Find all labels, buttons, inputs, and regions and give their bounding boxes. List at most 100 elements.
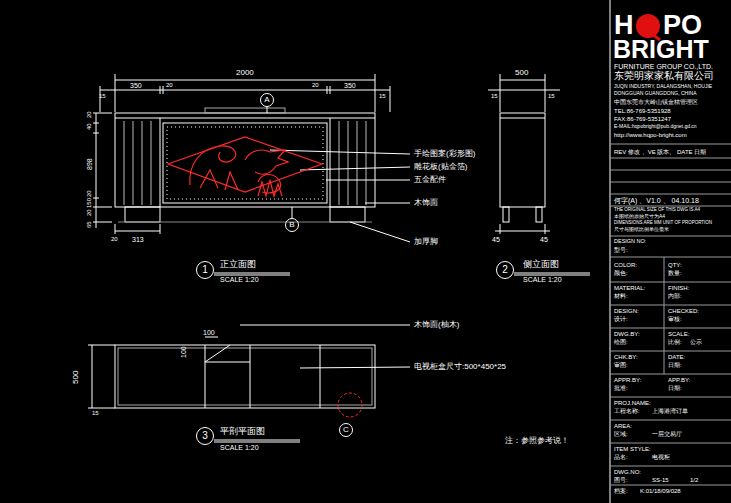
title-block-text: 本图纸的原始尺寸为A4 <box>614 214 665 219</box>
drawing-label: 木饰面 <box>414 199 438 207</box>
title-block-text: E-MAIL:hqpobright@pub.dgnet.gd.cn <box>614 124 697 129</box>
callout-number: C <box>343 426 349 434</box>
title-block-text: 工程名称: <box>614 408 640 414</box>
drawing-label: 五金配件 <box>414 176 446 184</box>
drawing-label: 20 <box>312 82 319 88</box>
title-block-text: 1/2 <box>690 477 698 483</box>
drawing-label: 45 <box>492 236 500 243</box>
drawing-label: 500 <box>72 371 80 384</box>
drawing-label: 15 <box>92 410 99 416</box>
title-block-text: 品名: <box>614 454 628 460</box>
title-block-text: 何字(A) 、V1.0 、 04.10.18 <box>614 197 699 204</box>
drawing-label: 20 <box>86 209 92 216</box>
drawing-label: 注：参照参考说！ <box>505 437 569 445</box>
title-block-text: 日期: <box>668 385 682 391</box>
title-block-text: DWG.BY: <box>614 331 640 337</box>
title-block-text: 一层交易厅 <box>652 431 682 437</box>
title-block-text: 东莞明家家私有限公司 <box>614 71 714 81</box>
callout-circle: B <box>285 218 299 232</box>
title-block-text: SCALE: <box>668 331 689 337</box>
drawing-label: 350 <box>344 82 356 89</box>
drawing-label: 手绘图案(彩形图) <box>414 150 475 158</box>
drawing-label: 2000 <box>236 69 254 77</box>
title-block-text: DONGGUAN GUANGDONG, CHINA <box>614 91 697 96</box>
title-block-text: COLOR: <box>614 262 637 268</box>
title-block-text: THE ORIGINAL SIZE OF THIS DWG IS A4 <box>614 208 700 213</box>
drawing-label: 15 <box>379 93 386 99</box>
title-block-text: QTY: <box>668 262 682 268</box>
title-block-text: DWG.NO: <box>614 469 641 475</box>
title-block-text: PO <box>663 12 702 39</box>
drawing-label: 40 <box>86 123 92 130</box>
drawing-label: 20 <box>166 82 173 88</box>
title-block-text: TEL:86-769-5351928 <box>614 108 671 114</box>
drawing-label: 65 <box>86 221 92 228</box>
drawing-label: 100 <box>203 329 215 336</box>
title-block-text: APP.BY: <box>668 377 690 383</box>
title-block-text: 绘图: <box>614 339 628 345</box>
drawing-label: 20 <box>111 236 118 242</box>
title-block-text: DESIGN NO: <box>614 239 646 245</box>
drawing-label: 电视柜盒尺寸:500*450*25 <box>414 363 506 371</box>
drawing-label: 100 <box>180 346 187 358</box>
title-block-text: 审图: <box>614 362 628 368</box>
title-block-text: ITEM STYLE: <box>614 446 651 452</box>
title-block-text: 区域: <box>614 431 628 437</box>
title-block-text: 上海港湾订单 <box>652 408 688 414</box>
title-block-text: http://www.hqpo-bright.com <box>614 132 687 138</box>
title-block-text: 批准: <box>614 385 628 391</box>
callout-number: B <box>289 221 294 229</box>
title-block-text: 数量: <box>668 270 682 276</box>
drawing-label: 150 <box>86 198 92 208</box>
title-block-text: 审核: <box>668 316 682 322</box>
title-block-text: JUQN INDUSTRY, DALANGSHAN, HOUJIE <box>614 84 712 89</box>
title-block-text: CHK.BY: <box>614 354 638 360</box>
drawing-label: 15 <box>548 93 555 99</box>
drawing-label: 45 <box>540 236 548 243</box>
callout-number: 1 <box>202 265 208 275</box>
title-block-text: DATE: <box>668 354 685 360</box>
title-block-text: 中国东莞市大岭山镇金桔管理区 <box>614 99 698 105</box>
title-block-text: 比例: <box>668 339 682 345</box>
title-block-text: CHECKED: <box>668 308 699 314</box>
title-block-text: 内部: <box>668 293 682 299</box>
title-block-text: BRIGHT <box>613 37 709 62</box>
drawing-label: 15 <box>491 93 498 99</box>
title-block-text: 尺寸与图纸比例单位毫米 <box>614 227 669 232</box>
drawing-label: 313 <box>132 236 144 243</box>
drawing-label: 正立面图 <box>220 260 256 269</box>
title-block-text: APPR.BY: <box>614 377 641 383</box>
title-block-text: FINISH: <box>668 285 689 291</box>
title-block-text: 型号: <box>614 247 628 253</box>
callout-number: 3 <box>202 431 208 441</box>
title-block-text: FAX:86-769-5351247 <box>614 116 671 122</box>
drawing-label: SCALE 1:20 <box>220 276 259 283</box>
view-number-circle: 2 <box>496 261 514 279</box>
title-block-text: 电视柜 <box>652 454 670 460</box>
drawing-label: 20 <box>86 190 92 197</box>
callout-number: A <box>264 96 269 104</box>
drawing-label: 侧立面图 <box>523 260 559 269</box>
drawing-label: SCALE 1:20 <box>220 444 259 451</box>
drawing-label: 加厚脚 <box>414 238 438 246</box>
view-number-circle: 3 <box>196 427 214 445</box>
title-block-text: FURNITURE GROUP CO.,LTD. <box>614 63 713 70</box>
title-block-text: 公示 <box>690 339 702 345</box>
title-block-text: SS-15 <box>652 477 669 483</box>
drawing-label: 898 <box>86 158 93 170</box>
title-block-text: DESIGN: <box>614 308 639 314</box>
title-block-text: AREA: <box>614 423 632 429</box>
title-block-text: PROJ.NAME: <box>614 400 651 406</box>
drawing-label: 350 <box>130 82 142 89</box>
title-block-text: K:01/18/09/028 <box>640 488 681 494</box>
title-block-text: 设计: <box>614 316 628 322</box>
title-block-text: REV 修改 、VE 版本、 DATE 日期 <box>614 149 706 155</box>
drawing-label: 15 <box>99 93 106 99</box>
drawing-label: 木饰面(柚木) <box>414 321 459 329</box>
drawing-label: 500 <box>515 69 528 77</box>
callout-circle: C <box>339 423 353 437</box>
title-block-text: 材料: <box>614 293 628 299</box>
drawing-label: 雕花板(贴金箔) <box>414 163 467 171</box>
view-number-circle: 1 <box>196 261 214 279</box>
title-block-text: 档案: <box>614 488 628 494</box>
